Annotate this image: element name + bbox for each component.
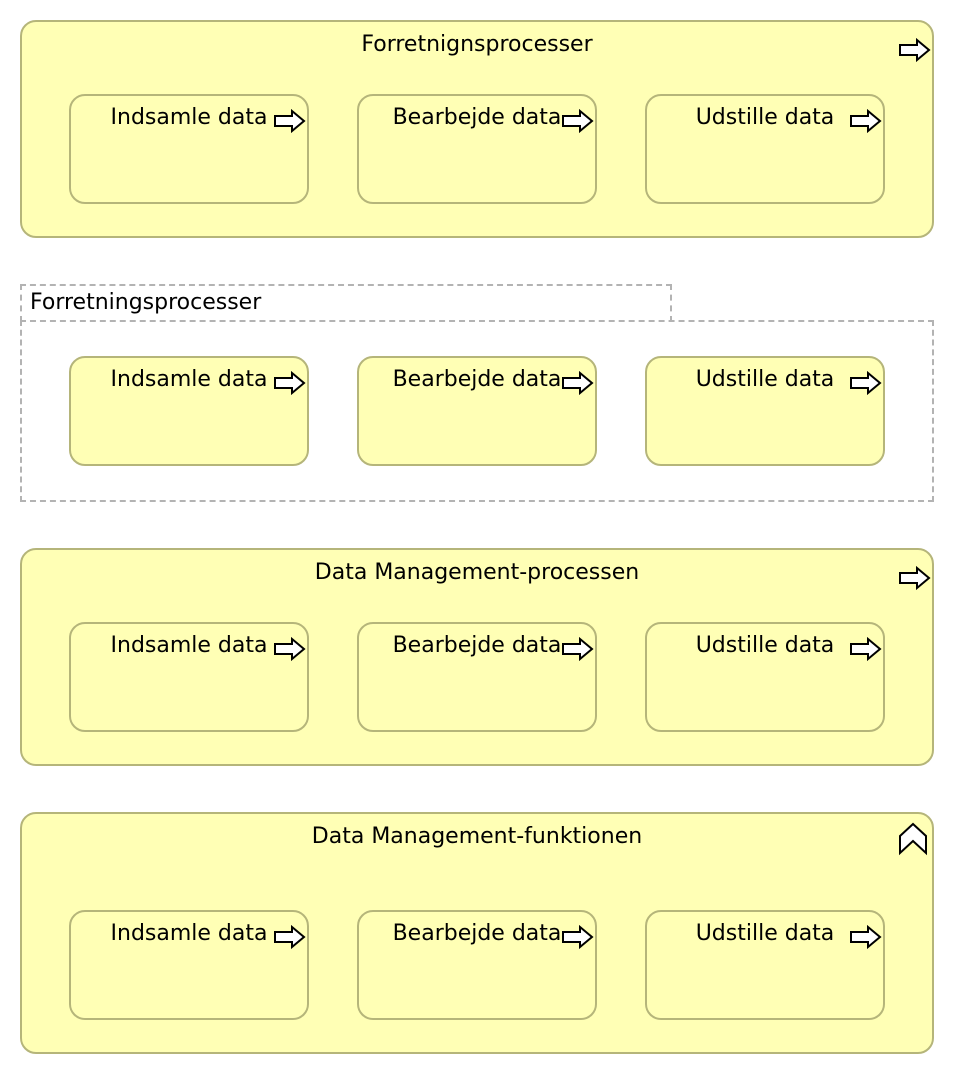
process-arrow-icon [274, 371, 306, 395]
container-title: Data Management-processen [314, 560, 640, 585]
container-title: Forretnignsprocesser [361, 32, 593, 57]
business-process-container-1[interactable]: Forretnignsprocesser Indsamle data Bearb… [20, 20, 934, 238]
process-bearbejde-data[interactable]: Bearbejde data [357, 622, 597, 732]
process-indsamle-data[interactable]: Indsamle data [69, 622, 309, 732]
process-label: Indsamle data [110, 367, 268, 392]
group-title: Forretningsprocesser [30, 290, 262, 315]
process-arrow-icon [899, 38, 931, 62]
container-title: Data Management-funktionen [311, 824, 643, 849]
process-udstille-data[interactable]: Udstille data [645, 910, 885, 1020]
process-arrow-icon [274, 637, 306, 661]
process-label: Bearbejde data [392, 921, 562, 946]
process-label: Udstille data [695, 633, 835, 658]
group-body[interactable]: Indsamle data Bearbejde data Udstille da… [20, 320, 934, 502]
function-chevron-icon [899, 822, 927, 856]
process-arrow-icon [850, 371, 882, 395]
process-arrow-icon [850, 109, 882, 133]
process-arrow-icon [274, 109, 306, 133]
process-bearbejde-data[interactable]: Bearbejde data [357, 910, 597, 1020]
process-udstille-data[interactable]: Udstille data [645, 356, 885, 466]
process-arrow-icon [274, 925, 306, 949]
process-label: Indsamle data [110, 633, 268, 658]
process-indsamle-data[interactable]: Indsamle data [69, 910, 309, 1020]
process-indsamle-data[interactable]: Indsamle data [69, 356, 309, 466]
process-arrow-icon [850, 637, 882, 661]
business-process-container-2[interactable]: Data Management-processen Indsamle data … [20, 548, 934, 766]
process-udstille-data[interactable]: Udstille data [645, 622, 885, 732]
process-bearbejde-data[interactable]: Bearbejde data [357, 94, 597, 204]
process-arrow-icon [562, 637, 594, 661]
process-label: Bearbejde data [392, 105, 562, 130]
process-indsamle-data[interactable]: Indsamle data [69, 94, 309, 204]
process-bearbejde-data[interactable]: Bearbejde data [357, 356, 597, 466]
business-function-container[interactable]: Data Management-funktionen Indsamle data… [20, 812, 934, 1054]
process-label: Udstille data [695, 921, 835, 946]
process-label: Indsamle data [110, 105, 268, 130]
process-arrow-icon [562, 109, 594, 133]
process-label: Indsamle data [110, 921, 268, 946]
process-arrow-icon [562, 925, 594, 949]
process-label: Bearbejde data [392, 633, 562, 658]
process-udstille-data[interactable]: Udstille data [645, 94, 885, 204]
process-arrow-icon [899, 566, 931, 590]
process-arrow-icon [850, 925, 882, 949]
process-label: Bearbejde data [392, 367, 562, 392]
process-label: Udstille data [695, 367, 835, 392]
group-tab[interactable]: Forretningsprocesser [20, 284, 672, 322]
process-label: Udstille data [695, 105, 835, 130]
process-arrow-icon [562, 371, 594, 395]
